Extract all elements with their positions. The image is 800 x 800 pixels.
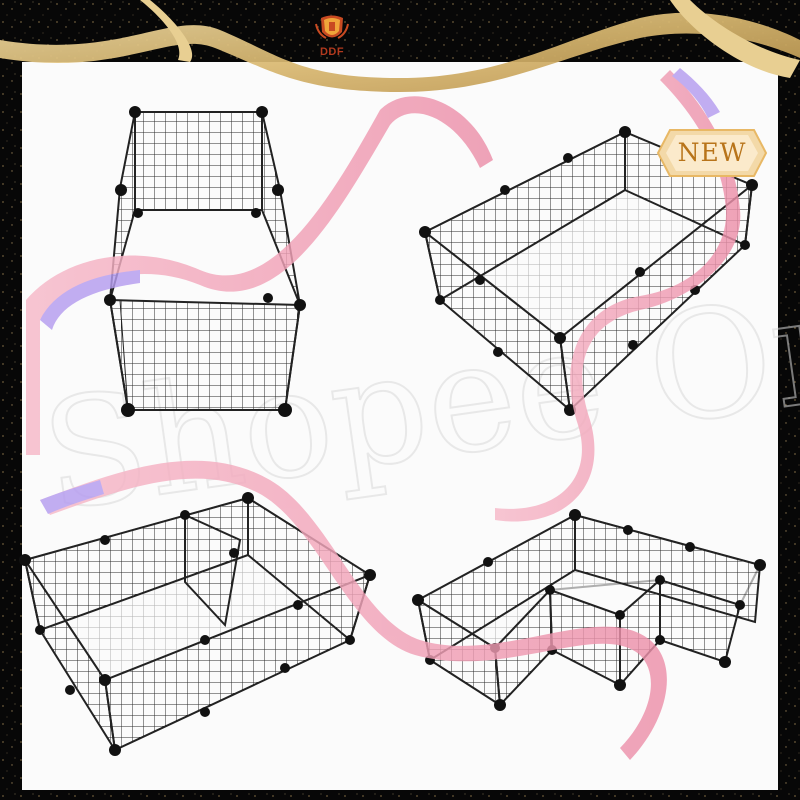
playpen-with-divider — [19, 492, 376, 756]
new-badge-text: NEW — [677, 138, 747, 167]
playpen-l-shaped — [412, 509, 766, 711]
gold-ribbon-top — [0, 0, 800, 92]
brand-logo: DDF — [302, 12, 362, 64]
new-badge: NEW — [656, 124, 768, 182]
crest-shield-icon — [315, 15, 349, 39]
pink-ribbon-decoration — [26, 68, 741, 760]
playpen-wide-rectangular — [419, 126, 758, 416]
brand-logo-text: DDF — [319, 46, 345, 58]
badge-shape — [656, 129, 768, 177]
